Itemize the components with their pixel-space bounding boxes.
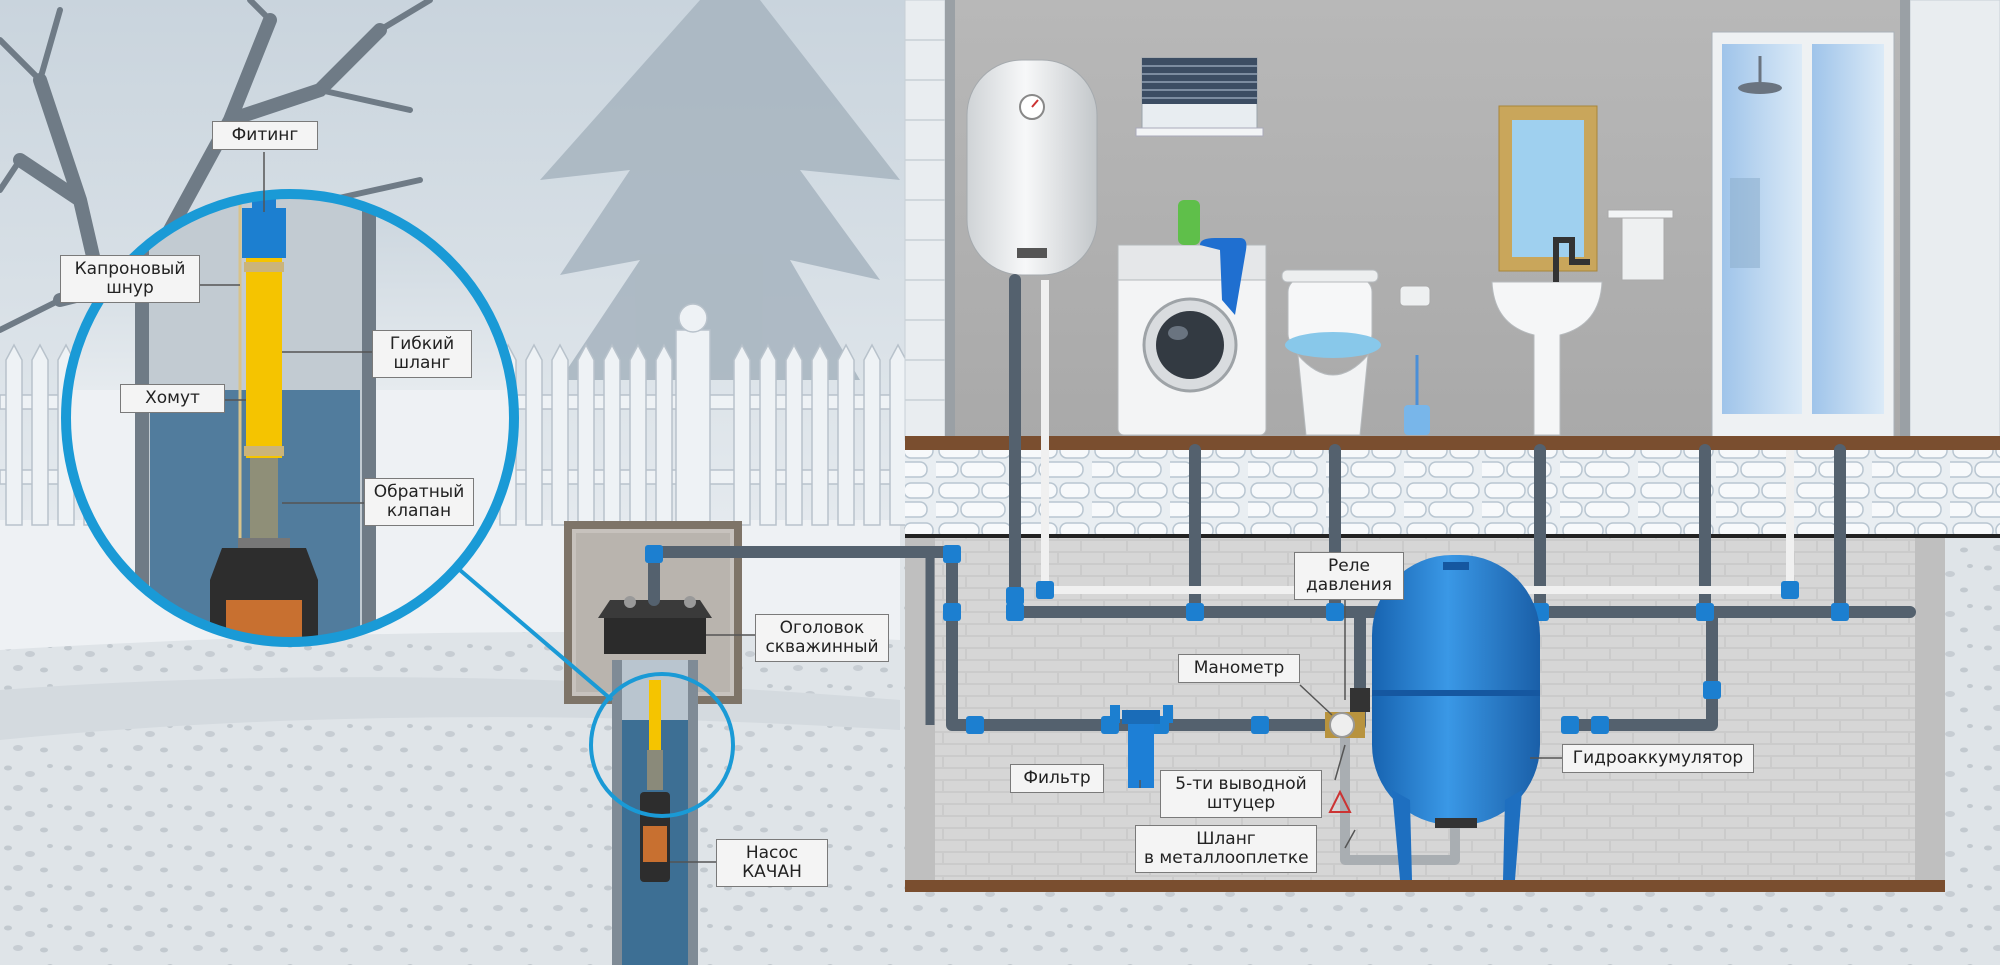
label-flexible-hose-line2: шланг <box>393 353 451 373</box>
label-filter: Фильтр <box>1010 764 1104 793</box>
label-flexible-hose: Гибкий шланг <box>372 330 472 378</box>
label-pressure-relay: Реле давления <box>1294 552 1404 600</box>
pressure-gauge-icon <box>1329 712 1355 738</box>
mirror-icon <box>1498 105 1598 272</box>
label-well-head-line1: Оголовок <box>779 618 865 638</box>
label-check-valve-line2: клапан <box>386 501 452 521</box>
label-flexible-hose-line1: Гибкий <box>389 334 455 354</box>
label-nylon-cord: Капроновый шнур <box>60 255 200 303</box>
label-nylon-cord-line2: шнур <box>106 278 154 298</box>
label-manometer-text: Манометр <box>1193 658 1285 678</box>
warning-triangle-icon <box>1328 789 1352 813</box>
label-filter-text: Фильтр <box>1023 768 1091 788</box>
label-check-valve-line1: Обратный <box>373 482 465 502</box>
label-clamp-text: Хомут <box>145 388 200 408</box>
toilet-icon <box>1281 269 1381 436</box>
label-pressure-relay-line1: Реле <box>1327 556 1371 576</box>
water-heater-icon <box>966 59 1098 276</box>
sink-icon <box>1491 237 1603 436</box>
label-check-valve: Обратный клапан <box>364 478 474 526</box>
label-well-head: Оголовок скважинный <box>755 614 889 662</box>
label-braided-hose: Шланг в металлооплетке <box>1135 825 1317 873</box>
window-blind-icon <box>1135 57 1264 137</box>
label-five-way-fitting-line1: 5-ти выводной <box>1175 774 1307 794</box>
shower-cabin-icon <box>1711 31 1895 438</box>
washing-machine-icon <box>1117 200 1267 436</box>
label-nylon-cord-line1: Капроновый <box>74 259 186 279</box>
label-pump-line1: Насос <box>745 843 799 863</box>
label-five-way-fitting-line2: штуцер <box>1206 793 1276 813</box>
label-clamp: Хомут <box>120 384 225 413</box>
label-manometer: Манометр <box>1178 654 1300 683</box>
label-braided-hose-line2: в металлооплетке <box>1144 848 1309 868</box>
label-braided-hose-line1: Шланг <box>1196 829 1256 849</box>
label-fitting: Фитинг <box>212 121 318 150</box>
label-fitting-text: Фитинг <box>231 125 299 145</box>
label-pump-line2: КАЧАН <box>742 862 802 882</box>
label-pressure-relay-line2: давления <box>1306 575 1392 595</box>
label-pump: Насос КАЧАН <box>716 839 828 887</box>
label-accumulator-text: Гидроаккумулятор <box>1572 748 1744 768</box>
label-five-way-fitting: 5-ти выводной штуцер <box>1160 770 1322 818</box>
label-well-head-line2: скважинный <box>765 637 879 657</box>
label-accumulator: Гидроаккумулятор <box>1562 744 1754 773</box>
